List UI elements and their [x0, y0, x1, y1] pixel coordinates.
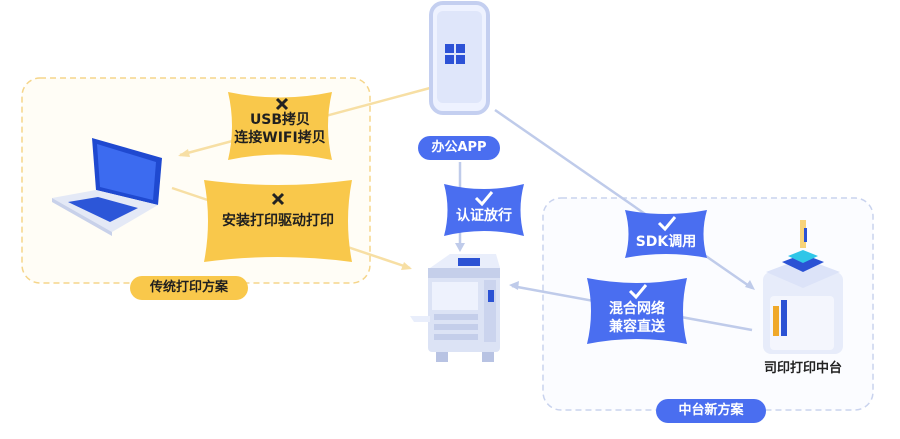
usb-label: USB拷贝 连接WIFI拷贝 — [228, 112, 332, 147]
mixed-label-line1: 混合网络 — [609, 301, 665, 317]
auth-badge-shape — [444, 184, 524, 236]
mixed-label: 混合网络 兼容直送 — [587, 301, 687, 336]
driver-badge-shape — [204, 180, 352, 262]
check-icon — [628, 284, 648, 300]
check-icon — [657, 216, 677, 232]
phone-icon — [429, 1, 490, 115]
new-solution-title-pill — [656, 399, 766, 423]
app-pill — [418, 136, 500, 160]
arrow-head-printer-blue — [509, 281, 519, 290]
mixed-badge-shape — [587, 278, 687, 344]
connector-phone-server — [494, 108, 753, 290]
server-icon — [763, 220, 843, 354]
cross-icon — [275, 97, 289, 111]
cross-icon — [271, 192, 285, 206]
check-icon — [474, 191, 494, 207]
usb-label-line1: USB拷贝 — [249, 112, 311, 128]
driver-label: 安装打印驱动打印 — [222, 213, 334, 229]
mixed-label-line2: 兼容直送 — [609, 318, 665, 335]
traditional-title: 传统打印方案 — [149, 280, 228, 295]
traditional-title-pill — [130, 276, 248, 300]
new-solution-title: 中台新方案 — [678, 403, 744, 418]
usb-badge-shape — [228, 92, 332, 160]
sdk-badge-shape — [625, 210, 707, 258]
arrow-head-printer-yellow — [401, 262, 412, 270]
arrow-head-laptop — [178, 149, 190, 157]
auth-label: 认证放行 — [456, 208, 512, 224]
printer-icon — [410, 254, 500, 362]
server-caption: 司印打印中台 — [763, 361, 842, 376]
usb-label-line2: 连接WIFI拷贝 — [234, 129, 326, 146]
arrow-head-app-printer — [455, 243, 465, 252]
sdk-label: SDK调用 — [635, 234, 697, 250]
app-label: 办公APP — [431, 140, 487, 155]
arrow-head-server — [745, 280, 755, 290]
laptop-icon — [52, 138, 162, 236]
